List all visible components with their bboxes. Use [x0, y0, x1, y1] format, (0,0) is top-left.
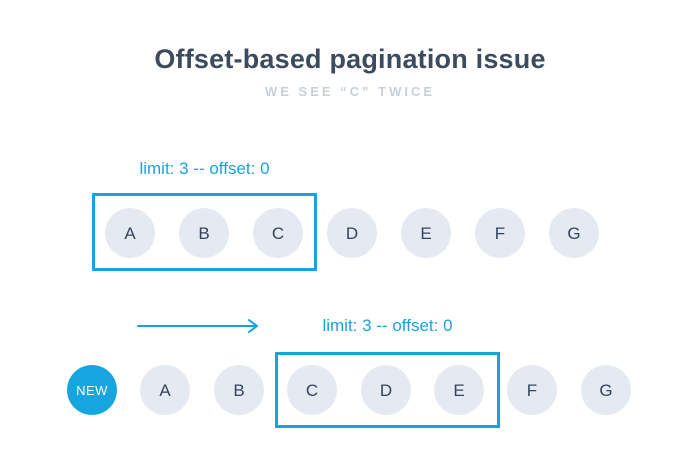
item-circle-b: B — [214, 365, 264, 415]
second-query-label: limit: 3 -- offset: 0 — [322, 316, 453, 335]
item-circle-g: G — [549, 208, 599, 258]
arrow-right-icon — [137, 318, 265, 334]
item-circle-c: C — [253, 208, 303, 258]
item-circle-f: F — [475, 208, 525, 258]
item-circle-b: B — [179, 208, 229, 258]
item-circle-e: E — [434, 365, 484, 415]
page-subtitle: WE SEE “C” TWICE — [264, 84, 436, 99]
item-circle-g: G — [581, 365, 631, 415]
item-circle-e: E — [401, 208, 451, 258]
item-circle-d: D — [327, 208, 377, 258]
item-circle-f: F — [507, 365, 557, 415]
second-query-highlight-box — [275, 352, 500, 428]
first-query-highlight-box — [92, 193, 317, 271]
new-item-circle: NEW — [67, 365, 117, 415]
item-circle-d: D — [361, 365, 411, 415]
first-query-label: limit: 3 -- offset: 0 — [139, 159, 270, 178]
item-circle-a: A — [140, 365, 190, 415]
page-title: Offset-based pagination issue — [154, 44, 546, 74]
item-circle-a: A — [105, 208, 155, 258]
item-circle-c: C — [287, 365, 337, 415]
